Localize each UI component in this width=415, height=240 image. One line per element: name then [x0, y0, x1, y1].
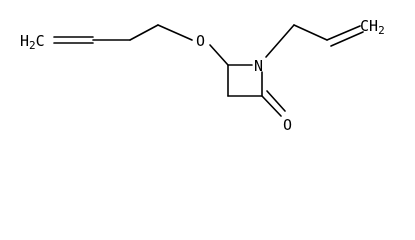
- label-carbonyl-oxygen: O: [283, 116, 292, 134]
- label-terminal-left: H2C: [20, 32, 45, 52]
- label-ether-oxygen: O: [196, 32, 205, 50]
- bond-n-c8: [265, 24, 295, 58]
- bond-c7-o-double-a: [261, 95, 282, 117]
- bond-c7-o-double-b: [266, 90, 286, 112]
- bond-c9-c10-double-a: [326, 25, 361, 41]
- label-ring-nitrogen: N: [254, 57, 263, 75]
- bond-o-c5: [209, 44, 229, 66]
- bond-c4-o: [157, 24, 193, 41]
- structure-diagram: H2C O N O CH2: [20, 17, 385, 134]
- bond-c8-c9: [293, 24, 328, 41]
- bond-c9-c10-double-b: [330, 31, 364, 47]
- label-terminal-right: CH2: [360, 17, 385, 37]
- bond-c3-c4: [129, 24, 159, 41]
